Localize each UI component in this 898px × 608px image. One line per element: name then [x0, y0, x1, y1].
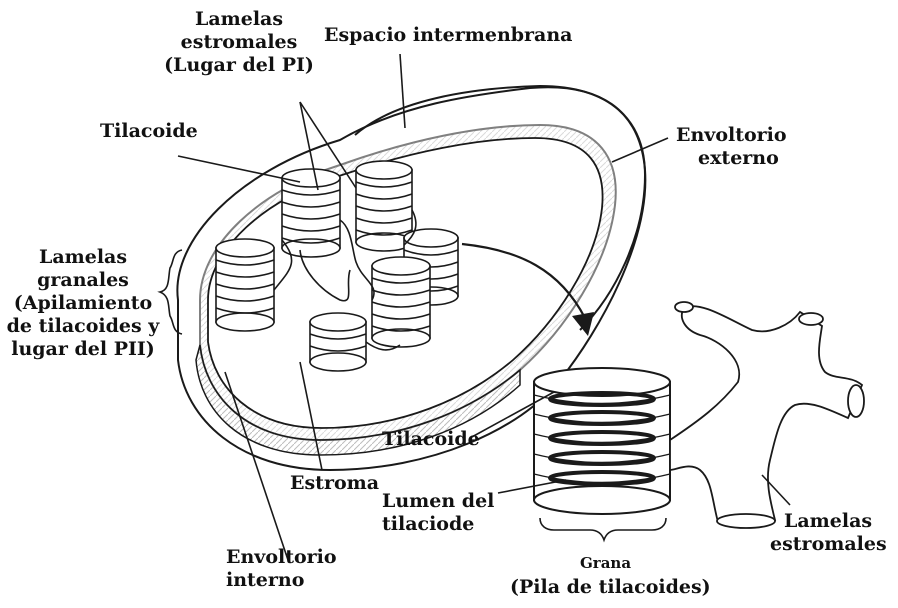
inner-granum-1 — [282, 169, 340, 257]
label-pila-de-tilacoides: (Pila de tilacoides) — [510, 576, 711, 599]
label-lamelas-estromales-bottom: Lamelas estromales — [770, 510, 887, 556]
label-estroma: Estroma — [290, 472, 379, 495]
label-lamelas-granales: Lamelas granales (Apilamiento de tilacoi… — [0, 246, 166, 361]
label-lamelas-estromales-top: Lamelas estromales (Lugar del PI) — [164, 8, 314, 77]
enlarged-granum — [534, 368, 670, 514]
label-tilacoide-bottom: Tilacoide — [382, 428, 480, 451]
label-envoltorio-interno: Envoltorio interno — [226, 546, 337, 592]
label-lumen: Lumen del tilaciode — [382, 490, 494, 536]
grana-bracket — [540, 518, 666, 540]
inner-granum-5 — [372, 257, 430, 347]
inner-granum-6 — [310, 313, 366, 371]
label-tilacoide-top: Tilacoide — [100, 120, 198, 143]
inner-granum-3 — [216, 239, 274, 331]
label-envoltorio-externo: Envoltorio externo — [676, 124, 787, 170]
label-espacio-intermembrana: Espacio intermenbrana — [324, 24, 573, 47]
enlarged-stromal-lamellae — [670, 302, 864, 528]
label-grana: Grana — [580, 552, 631, 575]
